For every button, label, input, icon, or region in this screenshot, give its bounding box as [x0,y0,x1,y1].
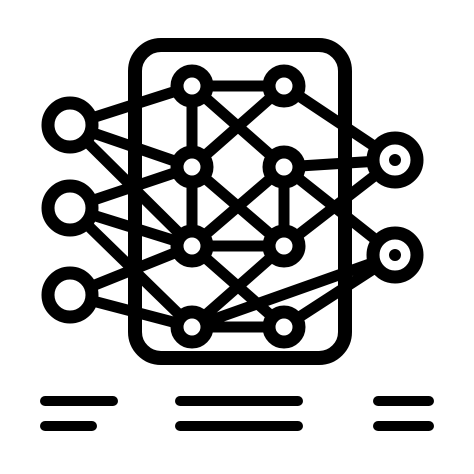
node-l3 [41,266,99,324]
edge-g-r2 [186,249,401,333]
node-b [262,64,306,108]
node-r2-dot [389,249,401,261]
node-a [170,64,214,108]
caption-lines [40,396,434,431]
chip-frame [128,38,352,365]
node-f [262,224,306,268]
node-l2 [41,179,99,237]
node-h [262,305,306,349]
node-g [170,305,214,349]
node-c [170,145,214,189]
node-e [170,224,214,268]
node-r1-dot [389,154,401,166]
node-d [262,145,306,189]
node-l1 [41,96,99,154]
network-nodes [41,64,424,349]
